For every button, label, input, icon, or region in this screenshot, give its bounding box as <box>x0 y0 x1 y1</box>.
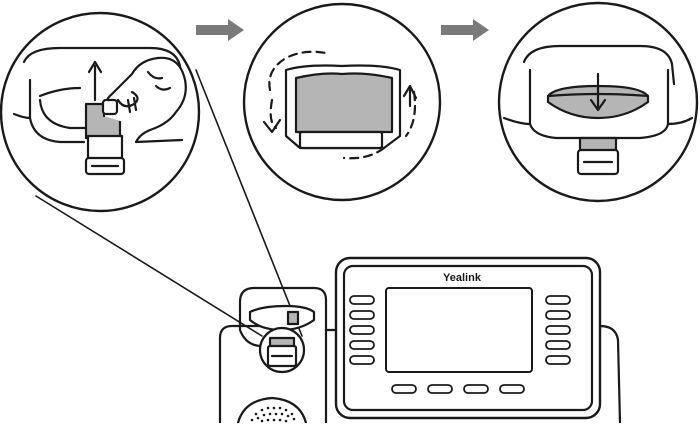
up-arrow-icon <box>87 60 103 102</box>
desk-phone: Yealink <box>218 256 622 425</box>
soft-keys <box>391 384 525 394</box>
down-arrow-icon <box>589 72 607 112</box>
detail-circle-step-2 <box>242 2 442 202</box>
callout-lines <box>35 69 303 337</box>
step-arrow-2-icon <box>441 19 489 41</box>
lcd-screen <box>385 287 533 373</box>
detail-circle-step-3 <box>497 1 699 203</box>
left-line-keys <box>349 295 375 365</box>
detail-circle-step-1 <box>0 11 201 213</box>
brand-logo: Yealink <box>443 272 482 284</box>
speaker-grille <box>236 396 308 425</box>
right-line-keys <box>545 295 571 365</box>
hand-icon <box>101 56 187 144</box>
step-arrow-1-icon <box>196 19 244 41</box>
